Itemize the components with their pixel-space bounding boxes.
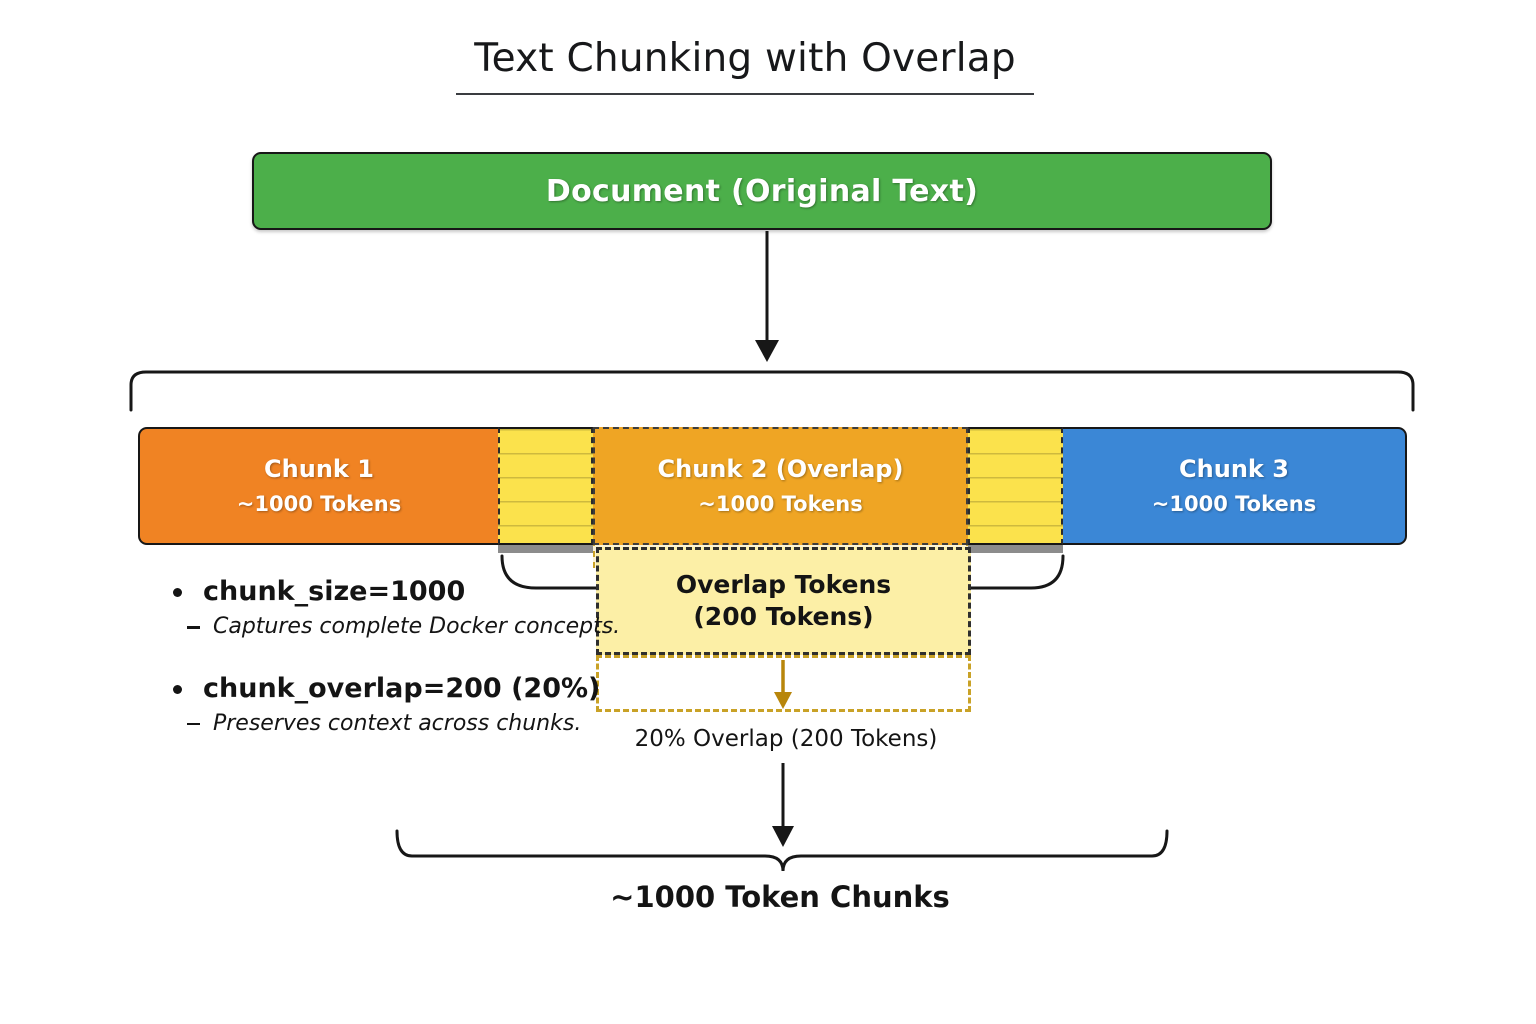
chunk-row: Chunk 1 ~1000 Tokens Chunk 2 (Overlap) ~…	[138, 427, 1407, 568]
bullet-chunk-size: chunk_size=1000	[165, 575, 635, 608]
bullet-chunk-overlap-note: Preserves context across chunks.	[165, 709, 635, 738]
chunk-2-title: Chunk 2 (Overlap)	[657, 455, 904, 484]
chunk-3-title: Chunk 3	[1179, 455, 1289, 484]
bottom-brace	[395, 829, 1169, 872]
overlap-connector-right	[969, 554, 1065, 590]
top-bracket	[129, 370, 1415, 412]
parameters-list: chunk_size=1000 Captures complete Docker…	[165, 575, 635, 768]
bullet-chunk-overlap-label: chunk_overlap=200 (20%)	[203, 672, 601, 704]
dash-icon	[187, 722, 200, 726]
bottom-brace-label: ~1000 Token Chunks	[610, 880, 950, 914]
bullet-chunk-size-label: chunk_size=1000	[203, 576, 466, 607]
title-underline	[456, 93, 1034, 95]
overlap-tokens-box[interactable]: Overlap Tokens (200 Tokens)	[596, 547, 971, 655]
chunk-1-tokens: ~1000 Tokens	[236, 491, 402, 516]
arrow-to-bottom-brace	[772, 763, 794, 847]
bullet-chunk-size-note-label: Captures complete Docker concepts.	[213, 614, 621, 640]
chunk-2-tokens: ~1000 Tokens	[698, 491, 863, 516]
chunk-3-tokens: ~1000 Tokens	[1151, 491, 1317, 516]
overlap-strip-right	[968, 427, 1063, 545]
arrow-document-to-chunks	[755, 231, 779, 362]
document-box[interactable]: Document (Original Text)	[252, 152, 1272, 230]
overlap-caption: 20% Overlap (200 Tokens)	[634, 726, 938, 752]
chunk-1-box[interactable]: Chunk 1 ~1000 Tokens	[138, 427, 498, 545]
bullet-dot-icon	[173, 684, 182, 694]
overlap-box-title: Overlap Tokens	[675, 570, 892, 599]
overlap-box-subtitle: (200 Tokens)	[693, 602, 874, 631]
bullet-dot-icon	[173, 588, 182, 597]
bullet-chunk-overlap: chunk_overlap=200 (20%)	[165, 672, 635, 705]
bullet-chunk-overlap-note-label: Preserves context across chunks.	[213, 710, 582, 736]
chunk-2-box[interactable]: Chunk 2 (Overlap) ~1000 Tokens	[593, 427, 968, 545]
chunk-1-title: Chunk 1	[264, 455, 374, 484]
page-title: Text Chunking with Overlap	[474, 36, 1016, 81]
chunk-3-box[interactable]: Chunk 3 ~1000 Tokens	[1063, 427, 1407, 545]
document-box-label: Document (Original Text)	[545, 173, 979, 209]
dash-icon	[187, 626, 200, 629]
bullet-chunk-size-note: Captures complete Docker concepts.	[165, 612, 635, 641]
overlap-strip-left	[498, 427, 593, 545]
overlap-ghost-box	[596, 655, 971, 712]
